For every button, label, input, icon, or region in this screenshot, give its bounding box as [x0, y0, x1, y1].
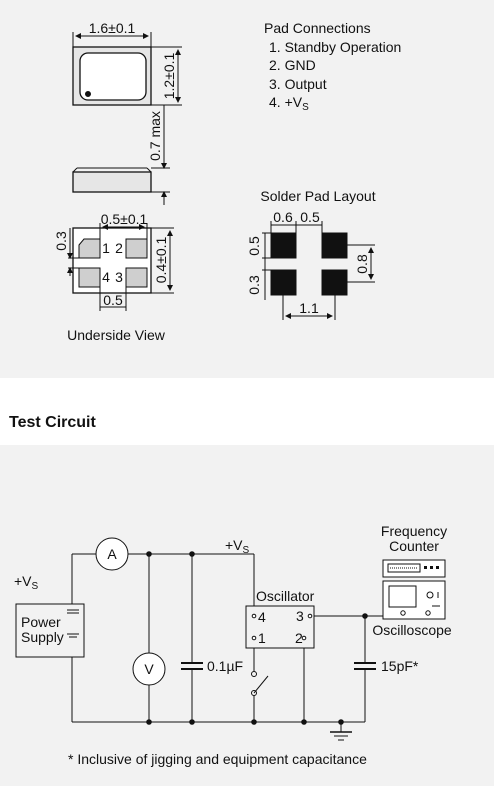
package-top-view — [72, 32, 182, 106]
solder-dim-1-1: 1.1 — [299, 300, 319, 316]
solder-dim-0-6: 0.6 — [273, 209, 293, 225]
pad-connections-title: Pad Connections — [264, 20, 371, 36]
width-dimension: 1.6±0.1 — [89, 20, 136, 36]
pad-gap-dimension: 0.3 — [53, 231, 69, 251]
underside-view — [67, 223, 174, 311]
package-drawing: 1.6±0.1 1.2±0.1 0.7 max 0.5±0.1 0.3 0.4±… — [53, 20, 376, 343]
solder-pad-layout-title: Solder Pad Layout — [260, 188, 375, 204]
pad-4-label: 4 — [102, 269, 110, 285]
solder-pad-layout — [262, 221, 375, 320]
pad-1-label: 1 — [102, 240, 110, 256]
solder-dim-0-5-top: 0.5 — [300, 209, 320, 225]
solder-dim-0-3: 0.3 — [246, 275, 262, 295]
solder-dim-0-5-left: 0.5 — [246, 236, 262, 256]
thickness-dimension: 0.7 max — [147, 111, 163, 161]
test-circuit-panel — [0, 445, 494, 786]
pad-height-dimension: 0.4±0.1 — [153, 236, 169, 283]
pad-connection-3: 3. Output — [269, 76, 327, 92]
package-side-view — [72, 105, 170, 205]
pad-3-label: 3 — [115, 269, 123, 285]
pad-connection-2: 2. GND — [269, 57, 316, 73]
pad-connection-4: 4. +VS — [269, 94, 309, 113]
height-dimension: 1.2±0.1 — [161, 52, 177, 99]
pad-connection-1: 1. Standby Operation — [269, 39, 402, 55]
pad-bottom-dimension: 0.5 — [103, 292, 123, 308]
pad-width-dimension: 0.5±0.1 — [101, 211, 148, 227]
solder-dim-0-8: 0.8 — [354, 254, 370, 274]
pad-2-label: 2 — [115, 240, 123, 256]
underside-view-label: Underside View — [67, 327, 166, 343]
test-circuit-heading: Test Circuit — [9, 414, 96, 431]
